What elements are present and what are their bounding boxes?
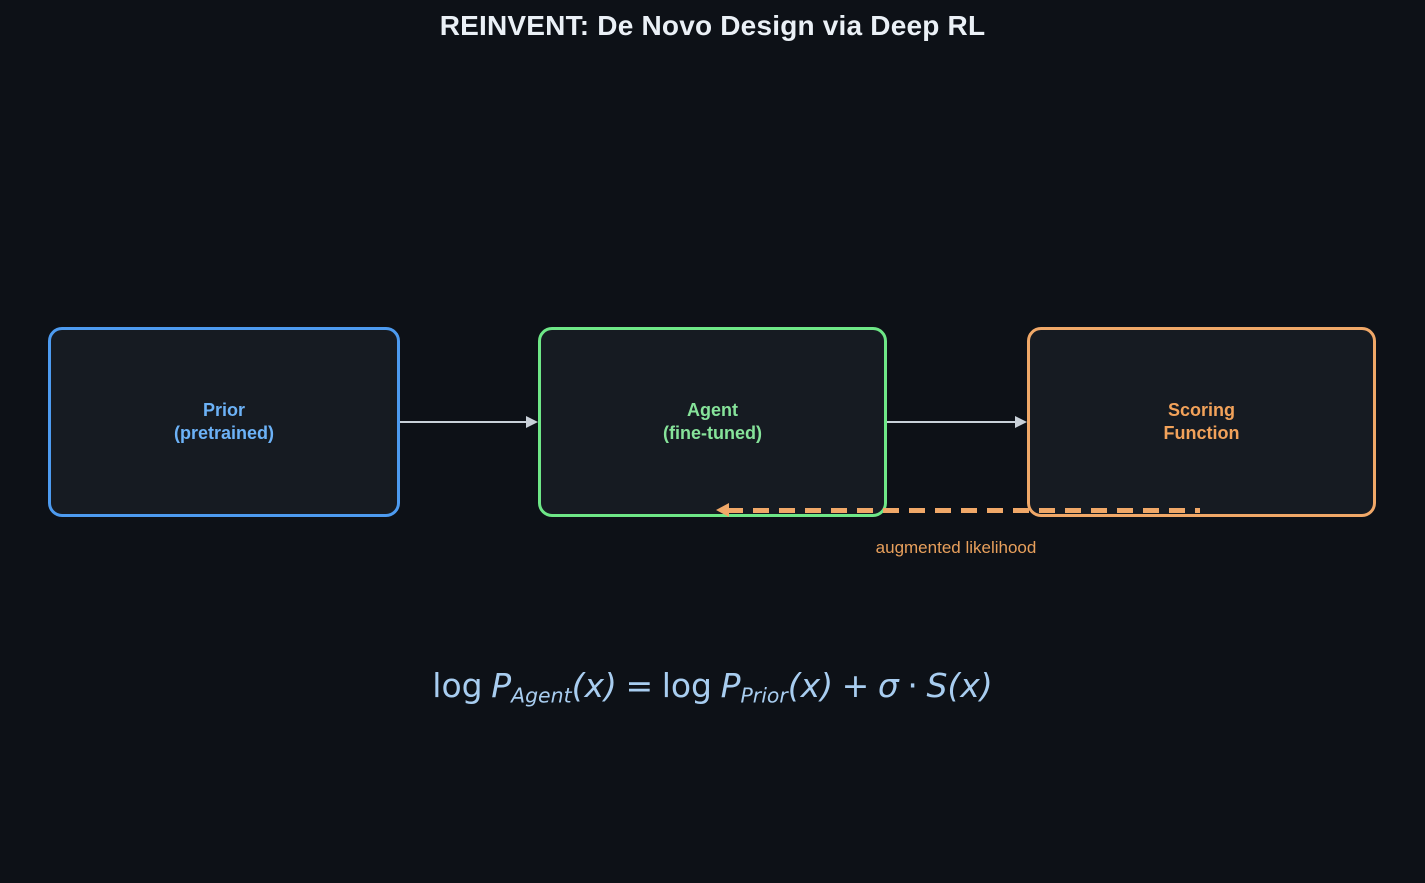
formula-rhs-log: log bbox=[661, 666, 712, 705]
formula-lhs-subscript: Agent bbox=[511, 683, 572, 708]
formula-score-fn: S bbox=[926, 666, 948, 705]
formula-lhs-arg: (x) bbox=[571, 666, 617, 705]
formula-equals: = bbox=[625, 666, 654, 705]
arrow-right-icon bbox=[1015, 416, 1027, 428]
edge-agent-to-scoring bbox=[887, 414, 1027, 430]
page-title: REINVENT: De Novo Design via Deep RL bbox=[439, 10, 986, 41]
formula-lhs-log: log bbox=[432, 666, 483, 705]
formula-score-arg: (x) bbox=[947, 666, 993, 705]
formula-sigma: σ bbox=[877, 666, 899, 705]
node-scoring-label: Scoring Function bbox=[1163, 399, 1240, 443]
edge-scoring-to-agent-feedback bbox=[727, 508, 1200, 513]
formula-rhs-p: P bbox=[720, 666, 741, 705]
formula-plus: + bbox=[841, 666, 870, 705]
edge-agent-to-scoring-shaft bbox=[887, 421, 1017, 423]
formula-rhs-arg: (x) bbox=[787, 666, 834, 705]
node-agent[interactable]: Agent (fine-tuned) bbox=[538, 327, 887, 517]
node-agent-label: Agent (fine-tuned) bbox=[663, 399, 762, 443]
node-prior-label: Prior (pretrained) bbox=[173, 399, 274, 443]
edge-prior-to-agent bbox=[400, 414, 538, 430]
formula-rhs-subscript: Prior bbox=[740, 683, 788, 708]
edge-feedback-label: augmented likelihood bbox=[875, 538, 1037, 557]
edge-prior-to-agent-shaft bbox=[400, 421, 528, 423]
formula-lhs-p: P bbox=[491, 666, 512, 705]
node-prior[interactable]: Prior (pretrained) bbox=[48, 327, 400, 517]
arrow-right-icon bbox=[526, 416, 538, 428]
node-scoring[interactable]: Scoring Function bbox=[1027, 327, 1376, 517]
formula-dot: · bbox=[907, 666, 918, 705]
arrow-left-icon bbox=[716, 503, 729, 517]
